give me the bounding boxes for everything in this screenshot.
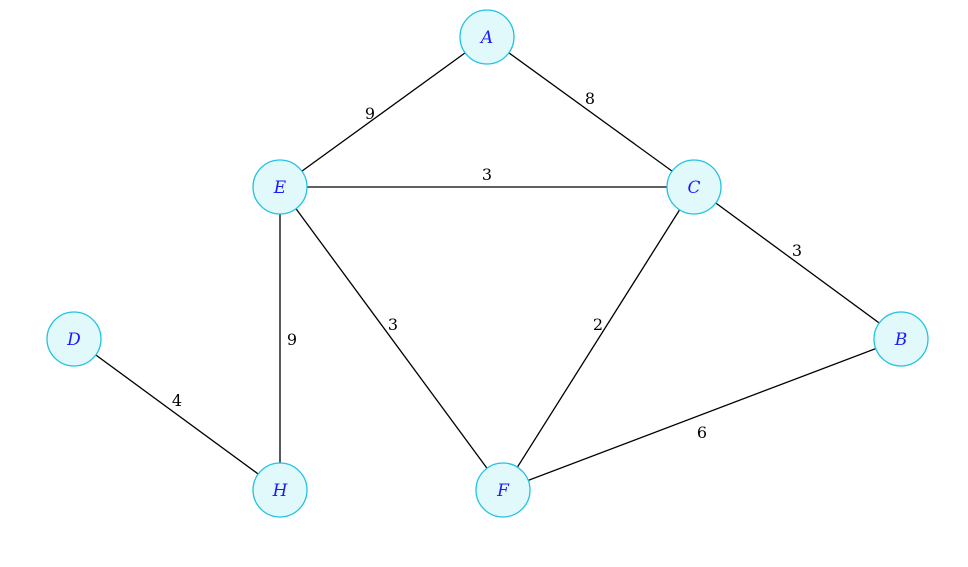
edge-e-f — [279, 186, 504, 491]
edge-weight-c-b: 3 — [792, 241, 802, 260]
node-e-circle — [252, 159, 308, 215]
node-f-circle — [475, 462, 531, 518]
node-a-circle — [459, 9, 515, 65]
node-f: F — [475, 462, 531, 518]
edge-c-b — [693, 186, 902, 340]
node-f-label: F — [496, 481, 510, 501]
edge-a-e — [279, 36, 488, 188]
edge-f-b — [502, 338, 902, 491]
edge-weight-a-e: 9 — [365, 104, 375, 123]
node-d: D — [46, 311, 102, 367]
nodes: A E C D B H F — [46, 9, 929, 518]
node-a: A — [459, 9, 515, 65]
node-h: H — [252, 462, 308, 518]
node-b: B — [873, 311, 929, 367]
edges — [73, 36, 902, 491]
edge-weight-c-f: 2 — [593, 315, 603, 334]
node-b-label: B — [894, 330, 908, 350]
edge-labels: 9 8 3 3 9 3 2 4 6 — [172, 89, 802, 442]
node-h-circle — [252, 462, 308, 518]
edge-d-h — [73, 338, 281, 491]
node-e-label: E — [273, 178, 287, 198]
node-h-label: H — [272, 481, 289, 501]
edge-weight-e-c: 3 — [482, 165, 492, 184]
node-e: E — [252, 159, 308, 215]
node-d-label: D — [66, 330, 81, 350]
edge-a-c — [486, 36, 695, 188]
edge-weight-d-h: 4 — [172, 391, 182, 410]
node-a-label: A — [479, 28, 493, 48]
node-c-circle — [666, 159, 722, 215]
node-b-circle — [873, 311, 929, 367]
node-d-circle — [46, 311, 102, 367]
edge-weight-a-c: 8 — [585, 89, 595, 108]
edge-c-f — [502, 186, 695, 491]
node-c: C — [666, 159, 722, 215]
edge-weight-e-h: 9 — [287, 330, 297, 349]
node-c-label: C — [687, 178, 700, 198]
edge-weight-e-f: 3 — [388, 315, 398, 334]
edge-weight-f-b: 6 — [697, 423, 707, 442]
